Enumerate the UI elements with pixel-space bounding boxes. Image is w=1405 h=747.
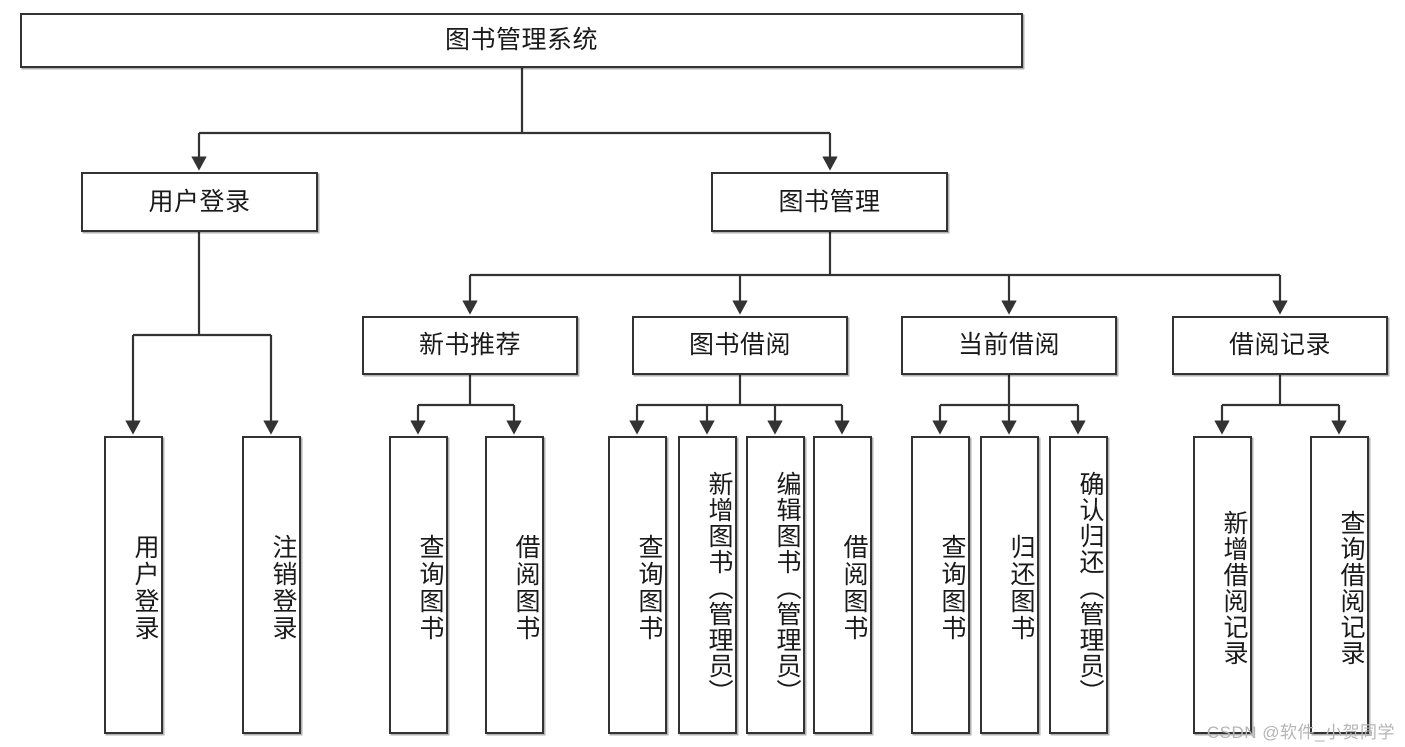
- node-leaf-query-book-borrow[interactable]: 查询图书: [608, 436, 667, 734]
- node-leaf-user-login[interactable]: 用户登录: [104, 436, 163, 734]
- node-book-borrow[interactable]: 图书借阅: [632, 316, 848, 375]
- node-leaf-add-book-admin[interactable]: 新增图书（管理员）: [678, 436, 737, 734]
- node-book-management[interactable]: 图书管理: [711, 172, 948, 232]
- node-leaf-return-book[interactable]: 归还图书: [980, 436, 1039, 734]
- node-leaf-query-borrow-record[interactable]: 查询借阅记录: [1310, 436, 1369, 734]
- node-new-book-recommend[interactable]: 新书推荐: [362, 316, 578, 375]
- watermark-credit: CSDN @软件_小贺同学: [1206, 723, 1395, 742]
- node-leaf-edit-book-admin[interactable]: 编辑图书（管理员）: [746, 436, 805, 734]
- node-user-login[interactable]: 用户登录: [81, 172, 318, 232]
- node-leaf-confirm-return-admin[interactable]: 确认归还（管理员）: [1049, 436, 1108, 734]
- node-leaf-query-book-current[interactable]: 查询图书: [911, 436, 970, 734]
- node-leaf-borrow-book[interactable]: 借阅图书: [813, 436, 872, 734]
- node-current-borrow[interactable]: 当前借阅: [901, 316, 1117, 375]
- node-root-book-management-system[interactable]: 图书管理系统: [20, 13, 1023, 68]
- node-leaf-borrow-book-recommend[interactable]: 借阅图书: [485, 436, 544, 734]
- node-leaf-logout-login[interactable]: 注销登录: [242, 436, 301, 734]
- node-borrow-record[interactable]: 借阅记录: [1172, 316, 1388, 375]
- node-leaf-query-book-recommend[interactable]: 查询图书: [389, 436, 448, 734]
- node-leaf-add-borrow-record[interactable]: 新增借阅记录: [1193, 436, 1252, 734]
